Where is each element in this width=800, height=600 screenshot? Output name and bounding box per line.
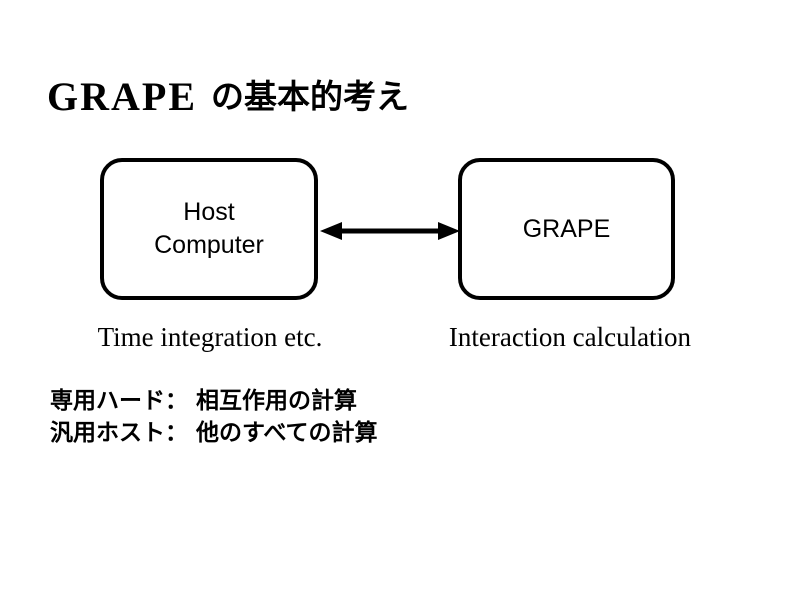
host-computer-box: Host Computer [100, 158, 318, 300]
note-dedicated-hardware: 専用ハード： 相互作用の計算 [50, 388, 358, 414]
slide-title-en: GRAPE [47, 74, 197, 119]
note-general-host: 汎用ホスト： 他のすべての計算 [50, 420, 378, 446]
bidirectional-arrow-icon [318, 211, 462, 251]
grape-caption: Interaction calculation [448, 322, 692, 352]
grape-box: GRAPE [458, 158, 675, 300]
notes: 専用ハード： 相互作用の計算 汎用ホスト： 他のすべての計算 [50, 385, 377, 449]
grape-label: GRAPE [522, 214, 611, 243]
host-computer-label-line2: Computer [154, 231, 264, 259]
host-computer-label-line1: Host [183, 198, 235, 226]
slide-title: GRAPE の基本的考え [47, 70, 409, 120]
host-caption: Time integration etc. [97, 322, 323, 352]
host-computer-label: Host Computer [154, 196, 264, 262]
slide-title-ja: の基本的考え [211, 77, 409, 116]
